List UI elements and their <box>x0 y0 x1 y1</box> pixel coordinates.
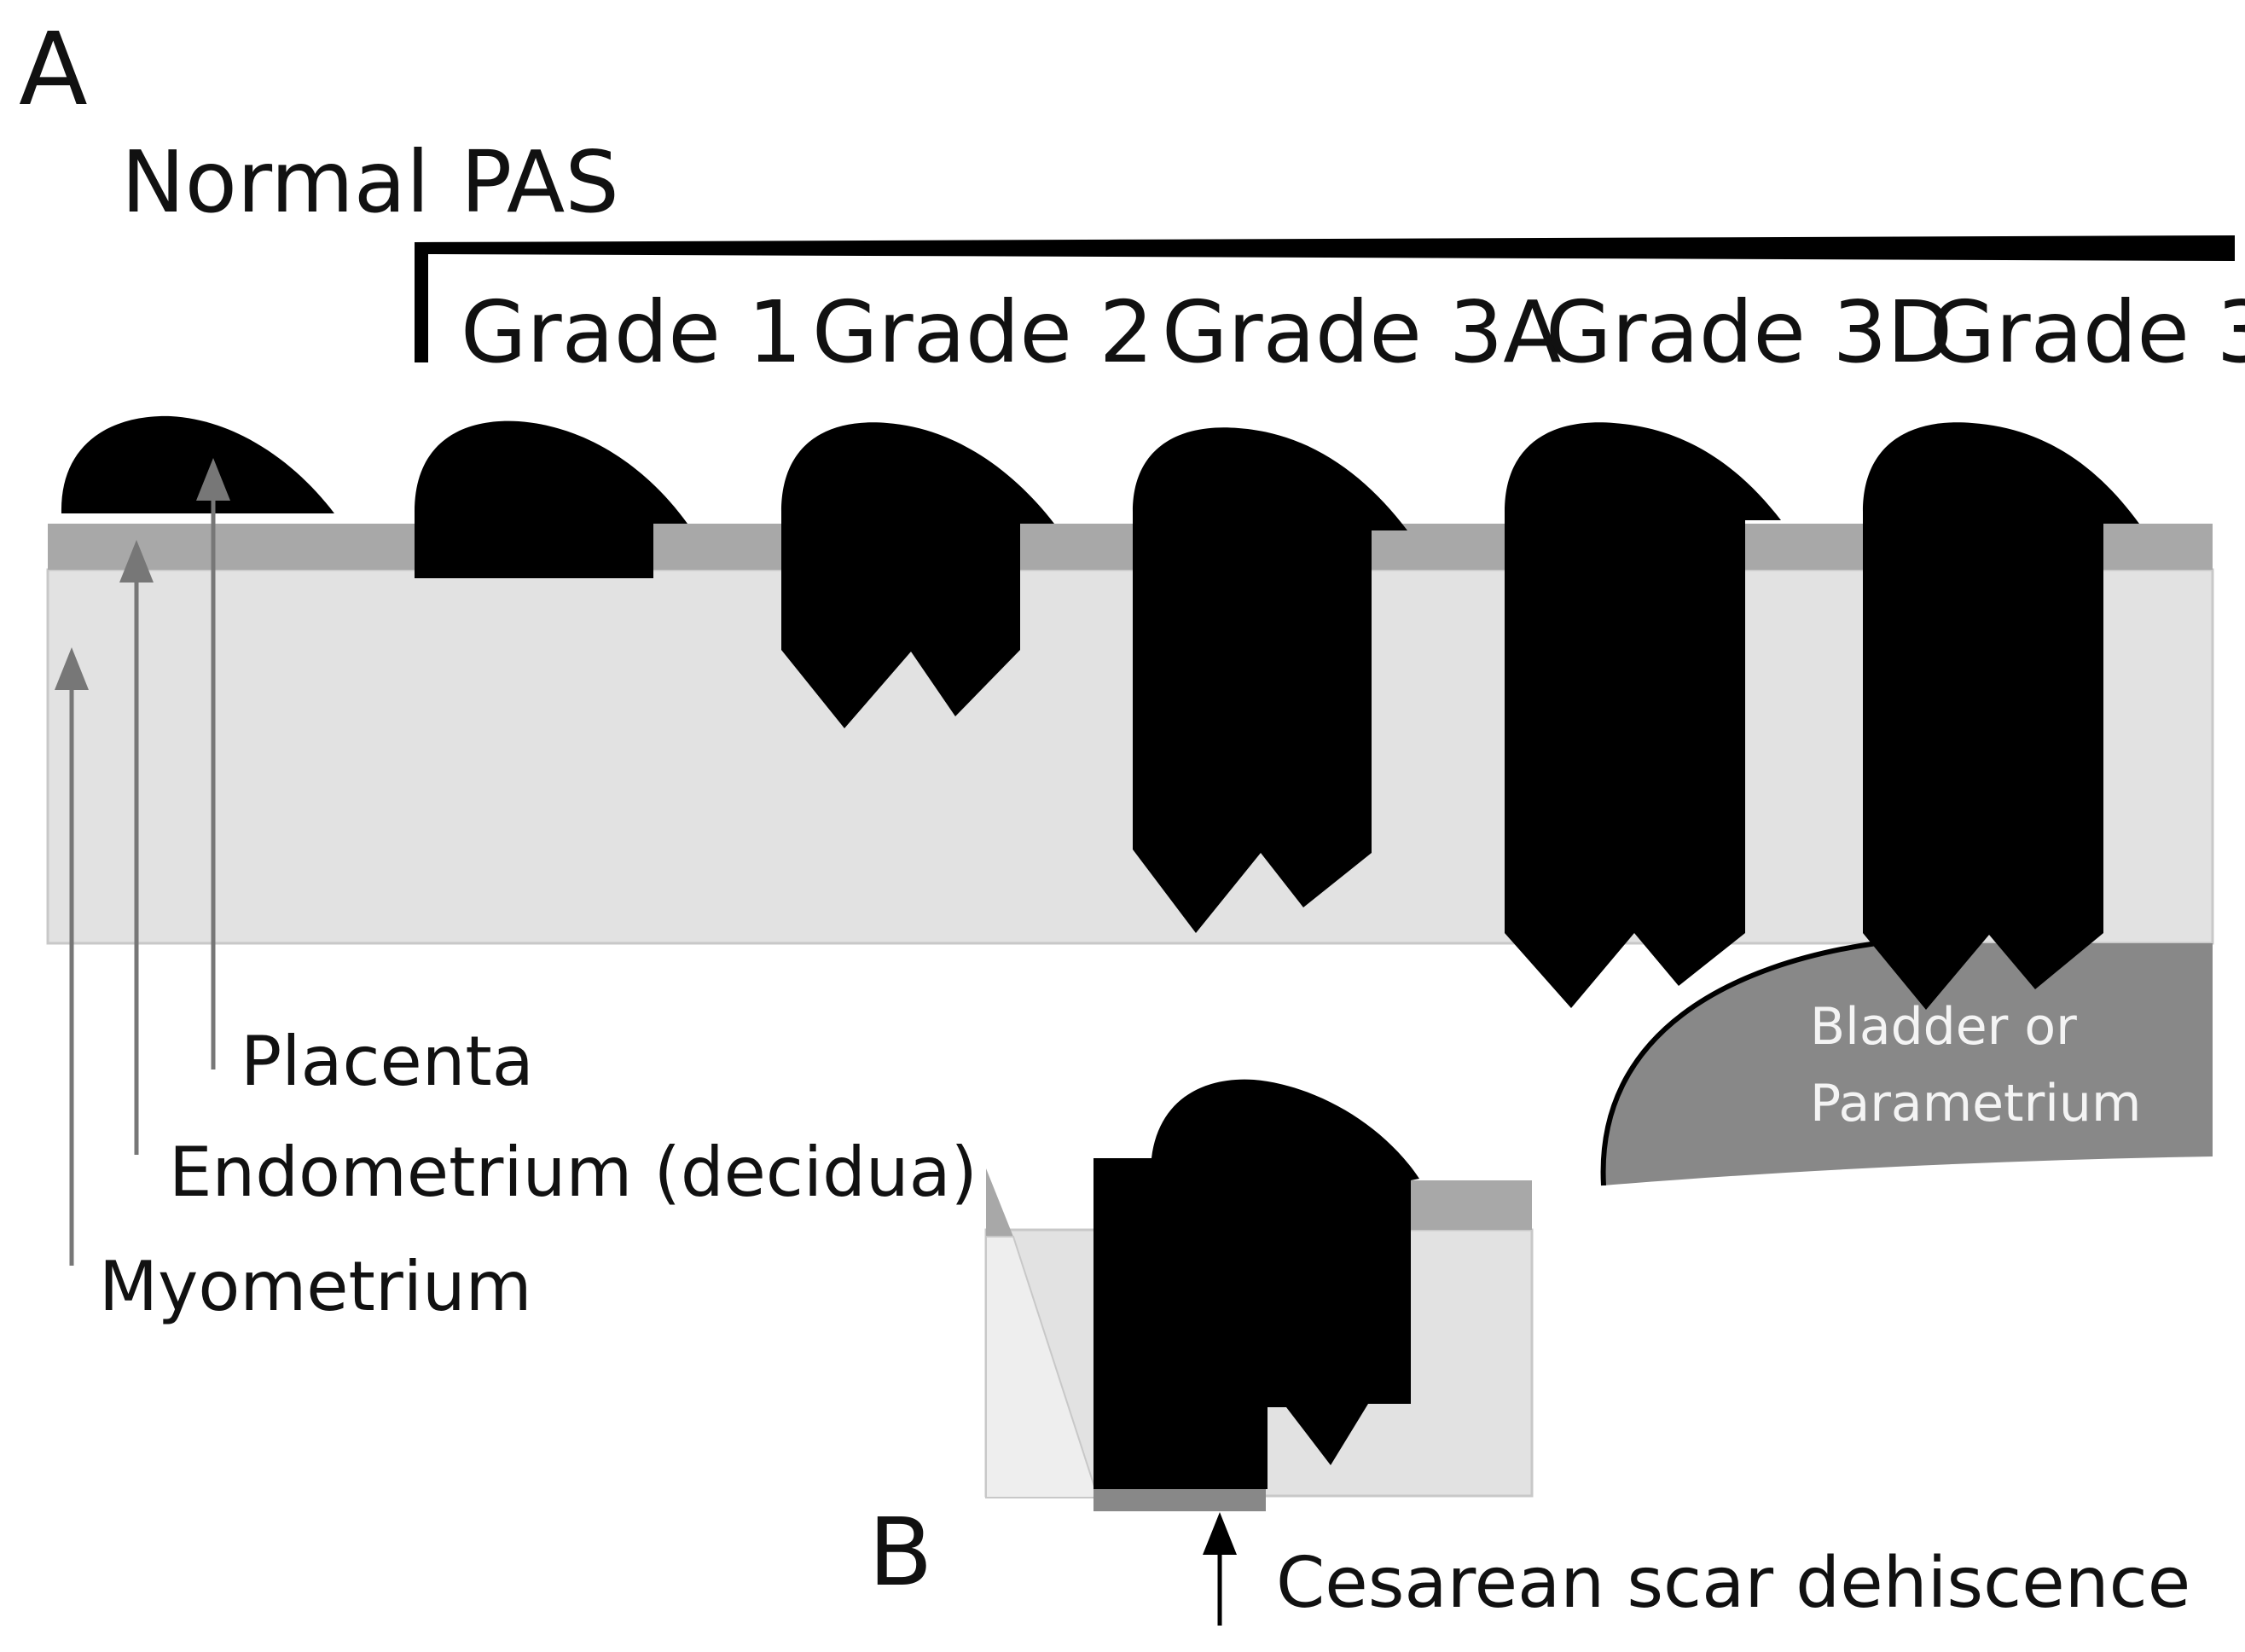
endometrium-layer <box>48 524 2213 570</box>
placenta-normal <box>61 415 335 513</box>
myometrium-label: Myometrium <box>99 1247 532 1326</box>
normal-label: Normal <box>121 132 430 232</box>
placenta-label: Placenta <box>241 1022 534 1101</box>
bladder-parametrium-organ <box>1603 943 2213 1185</box>
organ-outline <box>1600 941 1877 1186</box>
pas-severity-wedge <box>415 235 2235 362</box>
grade-label: Grade 2 <box>812 282 1153 382</box>
grade-label: Grade 1 <box>461 282 802 382</box>
placenta-grade-2 <box>781 422 1054 728</box>
grade-label: Grade 3D <box>1546 282 1952 382</box>
grade-label: Grade 3E <box>1929 282 2245 382</box>
panel-label-a: A <box>19 10 88 128</box>
endometrium-label: Endometrium (decidua) <box>169 1133 977 1212</box>
placenta-grade-3e <box>1863 422 2139 1010</box>
panel-b-scar-base <box>1093 1487 1266 1511</box>
placenta-grade-1 <box>415 420 687 578</box>
panel-b-endometrium-right <box>1411 1180 1532 1230</box>
placenta-panel-b <box>1093 1079 1419 1489</box>
pas-label: PAS <box>461 132 619 232</box>
grade-label: Grade 3A <box>1162 282 1562 382</box>
panel-b-wound-edge <box>986 1168 1013 1237</box>
organ-label-line1: Bladder or <box>1810 997 2077 1057</box>
panel-label-b: B <box>868 1498 932 1607</box>
organ-label-line2: Parametrium <box>1810 1074 2141 1133</box>
placenta-grade-3d <box>1505 422 1781 1008</box>
myometrium-layer <box>46 568 2214 945</box>
scar-caption: Cesarean scar dehiscence <box>1276 1543 2190 1624</box>
placenta-grade-3a <box>1133 427 1407 933</box>
